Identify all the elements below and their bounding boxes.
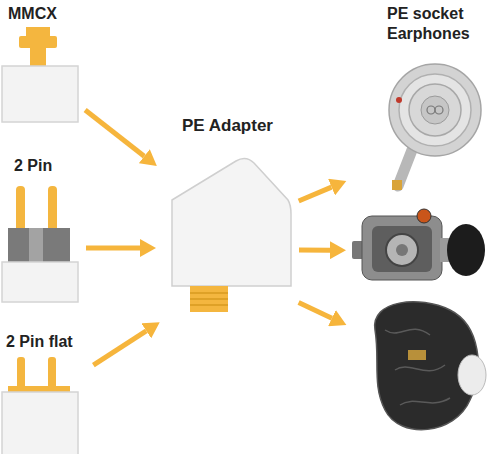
socket-ridge: [190, 292, 228, 294]
earphone-shell: [389, 64, 481, 156]
socket-ridge: [190, 298, 228, 300]
two-pin-flat-plug: [2, 357, 78, 454]
earphone-group: PE socket Earphones: [350, 0, 488, 450]
flow-arrow: [85, 110, 144, 156]
dial-center: [396, 244, 408, 256]
node-label: PE socket Earphones: [387, 4, 483, 44]
shell-ring: [409, 84, 461, 136]
node-label: 2 Pin flat: [6, 332, 90, 352]
shell-ring: [399, 74, 471, 146]
connector-box: 2 Pin: [0, 152, 82, 302]
adapter-box: PE Adapter: [160, 110, 295, 320]
node-label: PE Adapter: [160, 116, 295, 136]
dark-earphone: [375, 302, 486, 430]
stem-socket: [392, 180, 402, 190]
connector-box: 2 Pin flat: [0, 328, 90, 454]
node-label: MMCX: [8, 4, 82, 24]
plug-body: [2, 66, 78, 122]
node-label: 2 Pin: [14, 156, 82, 176]
logo-mark: [435, 106, 443, 114]
plug-body: [2, 262, 78, 302]
adapter-socket: [190, 286, 228, 312]
pin: [16, 186, 25, 232]
flow-arrow: [299, 248, 330, 253]
earphone-shell: [362, 216, 442, 280]
mmcx-tip: [26, 27, 50, 37]
flow-arrow: [93, 331, 146, 365]
shell-panel: [372, 226, 432, 272]
flow-arrow: [299, 187, 332, 201]
mechanical-earphone: [352, 209, 485, 280]
ear-tip: [458, 355, 486, 395]
mmcx-collar: [19, 36, 57, 48]
flow-arrow: [299, 302, 332, 318]
connector-box: MMCX: [0, 0, 82, 122]
adapter-body: [172, 158, 291, 286]
pin: [48, 357, 56, 389]
logo-mark: [408, 350, 426, 360]
pin: [17, 357, 25, 389]
two-pin-plug: [2, 186, 78, 302]
side-dot: [417, 209, 431, 223]
side-dot: [396, 97, 402, 103]
socket-ridge: [190, 304, 228, 306]
flat-base: [8, 386, 70, 392]
pe-adapter: [172, 158, 291, 312]
pin-housing: [8, 228, 70, 262]
ear-tip: [447, 224, 485, 276]
shell-center: [421, 96, 449, 124]
logo-mark: [427, 106, 435, 114]
mmcx-neck: [30, 48, 46, 66]
shell-marbling: [385, 329, 450, 405]
silver-earphone: [389, 64, 481, 190]
flow-arrow: [86, 245, 140, 250]
pin-housing-highlight: [29, 228, 43, 262]
shell-dial: [386, 234, 418, 266]
mmcx-plug: [2, 27, 78, 122]
pin: [48, 186, 57, 232]
plug-body: [2, 392, 78, 454]
